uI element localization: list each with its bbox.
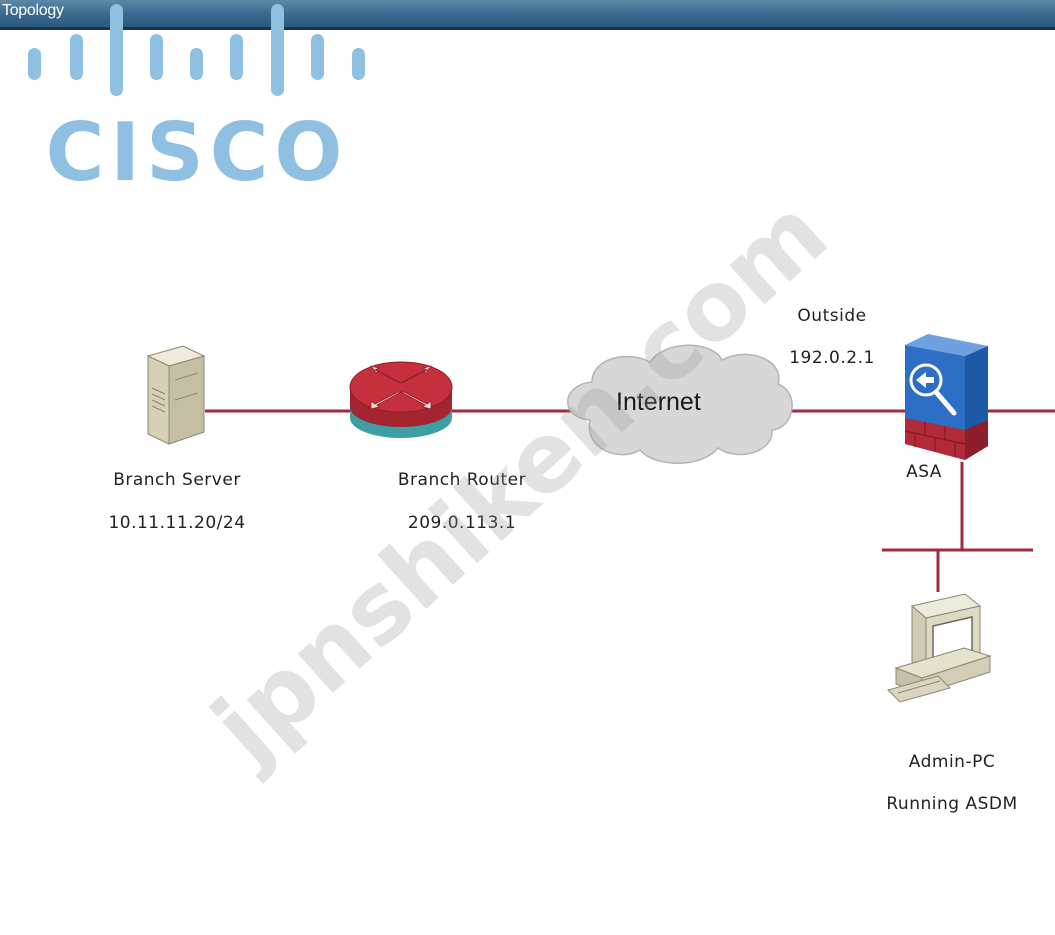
- branch-server-address: 10.11.11.20/24: [108, 513, 246, 533]
- cisco-logo: CISCO: [28, 4, 365, 199]
- branch-server-name: Branch Server: [113, 470, 241, 490]
- router-icon: [349, 361, 453, 438]
- internet-label: Internet: [616, 388, 701, 416]
- workstation-icon: [887, 593, 992, 703]
- firewall-icon: [904, 334, 988, 460]
- asa-name: ASA: [906, 462, 942, 482]
- branch-router-name: Branch Router: [397, 470, 527, 490]
- server-icon: [146, 345, 206, 445]
- title-bar: Topology: [0, 0, 1055, 30]
- cloud-icon: [567, 344, 793, 464]
- asa-outside-label: Outside: [797, 306, 867, 326]
- admin-pc-name: Admin-PC: [908, 752, 996, 772]
- admin-pc-note: Running ASDM: [886, 794, 1018, 814]
- cisco-logo-bars: [28, 4, 365, 96]
- window-title: Topology: [2, 2, 64, 19]
- network-links: [205, 409, 1055, 592]
- branch-router-address: 209.0.113.1: [407, 513, 517, 533]
- asa-outside-address: 192.0.2.1: [789, 348, 875, 368]
- cisco-logo-wordmark: CISCO: [46, 106, 349, 199]
